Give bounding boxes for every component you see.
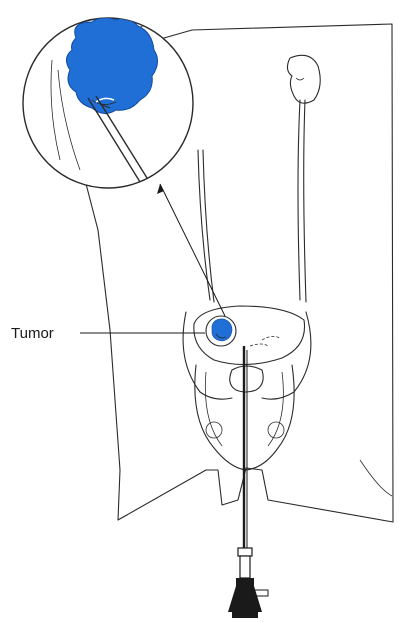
bladder <box>194 306 305 365</box>
scope-body <box>240 556 250 578</box>
scope-collar <box>238 548 252 556</box>
tumor-label-group: Tumor <box>11 325 205 342</box>
scope-ring <box>236 578 254 586</box>
cystoscope-instrument <box>228 346 268 618</box>
magnify-arrow <box>157 184 225 316</box>
zoom-circle <box>23 17 200 190</box>
tumor-label: Tumor <box>11 325 54 342</box>
kidney <box>287 55 320 103</box>
tumor-in-bladder <box>206 316 236 346</box>
ureters <box>198 100 306 302</box>
